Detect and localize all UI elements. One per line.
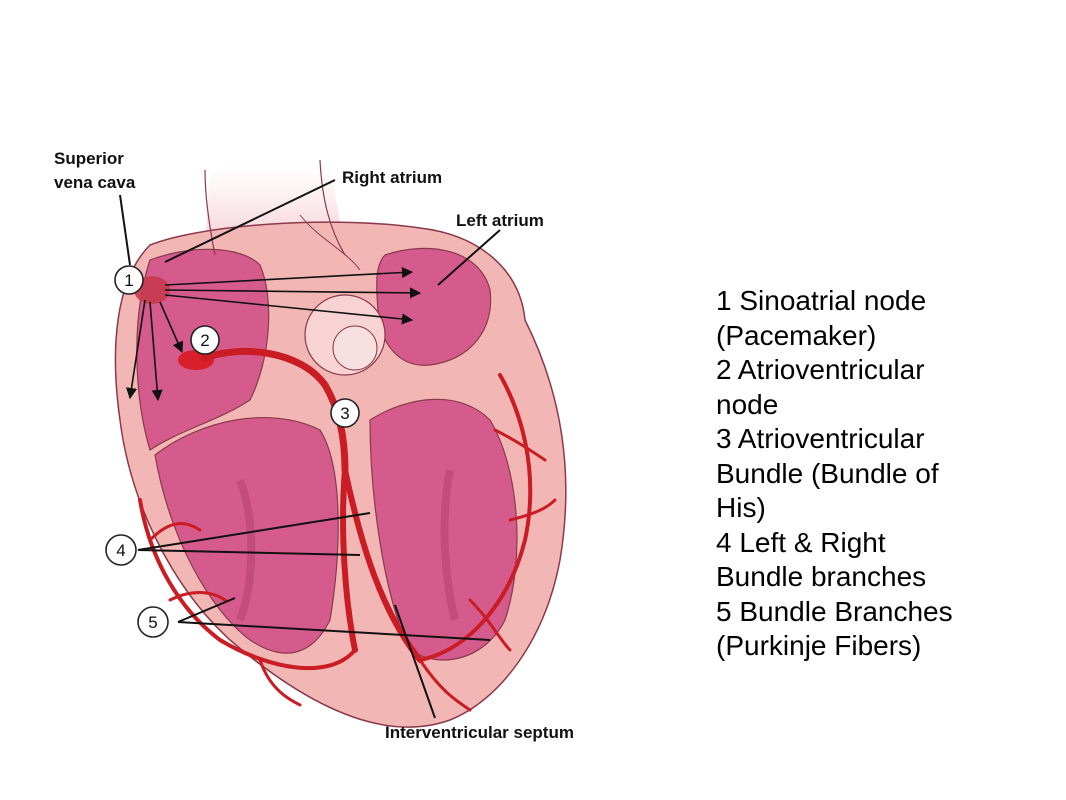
marker-5-text: 5: [148, 613, 157, 632]
marker-1: 1: [114, 265, 144, 295]
right-ventricle-chamber: [154, 417, 339, 654]
marker-1-text: 1: [124, 271, 133, 290]
legend-line: (Purkinje Fibers): [716, 630, 922, 661]
legend-line: (Pacemaker): [716, 319, 877, 351]
legend-line: 2 Atrioventricular: [716, 354, 925, 385]
marker-4-text: 4: [116, 541, 125, 560]
marker-5: 5: [137, 606, 169, 638]
conduction-pathway: [138, 347, 557, 712]
legend-line: 4 Left & Right: [716, 526, 886, 558]
marker-3: 3: [330, 398, 360, 428]
legend-line: node: [716, 388, 779, 420]
label-interventricular-septum: Interventricular septum: [385, 723, 574, 742]
legend-line: 1 Sinoatrial node: [716, 285, 927, 316]
legend-line: 3 Atrioventricular: [716, 423, 925, 454]
label-superior-vena-cava-line1: Superior: [54, 149, 124, 168]
heart-conduction-diagram: 1 2 3 4 5 Superior vena cava Right atriu…: [54, 149, 574, 742]
marker-2: 2: [190, 325, 220, 355]
marker-4: 4: [105, 534, 137, 566]
legend: 1 Sinoatrial node (Pacemaker) 2 Atrioven…: [716, 284, 1056, 664]
signal-arrows: [125, 266, 422, 402]
legend-line: His): [716, 492, 766, 523]
legend-line: Bundle branches: [716, 561, 927, 592]
marker-3-text: 3: [340, 404, 349, 423]
marker-2-text: 2: [200, 331, 209, 350]
label-right-atrium: Right atrium: [342, 168, 442, 187]
label-superior-vena-cava-line2: vena cava: [54, 173, 136, 192]
legend-line: Bundle (Bundle of: [716, 457, 939, 489]
leader-lines: [119, 179, 501, 719]
legend-line: 5 Bundle Branches: [716, 595, 953, 627]
label-left-atrium: Left atrium: [456, 211, 544, 230]
